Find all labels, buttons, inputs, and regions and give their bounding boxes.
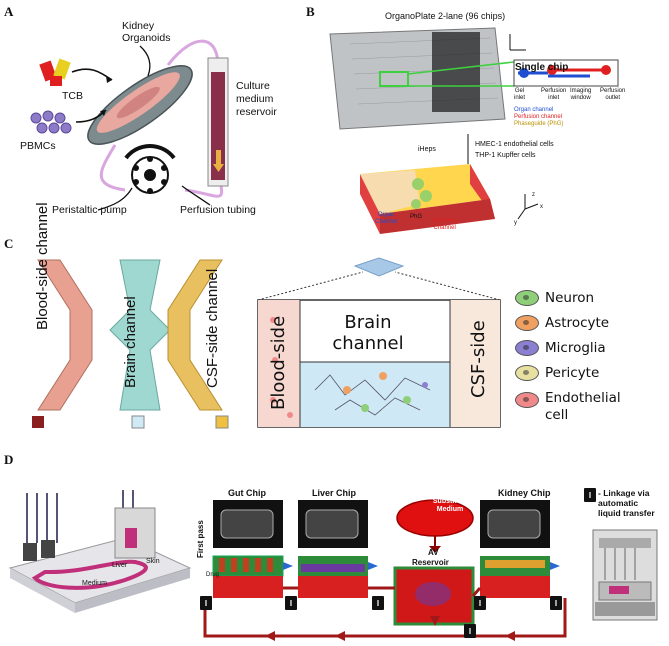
axis-y: y [514,220,517,226]
hmec-label: HMEC-1 endothelial cells [475,141,554,148]
legend-pericyte: Pericyte [515,365,599,381]
organoplate-title: OrganoPlate 2-lane (96 chips) [385,11,506,21]
pbmcs-label: PBMCs [20,140,56,152]
legend-organ-channel: Organ channel [514,107,554,113]
chip-label-imaging-window: Imaging window [570,88,592,101]
skin-label: Skin [146,558,160,565]
organoid-perfusion-illustration [30,39,229,211]
kidney-chip-label: Kidney Chip [498,488,551,498]
reservoir-label: Reservoir [412,558,449,567]
tcb-label: TCB [62,90,83,102]
medium-label: Medium [82,580,107,587]
liver-label: Liver [112,562,128,569]
panel-letter-b: B [306,4,315,19]
iheps-label: iHeps [418,146,436,153]
thp-label: THP-1 Kupffer cells [475,152,536,159]
multi-organ-chip-illustration [8,490,192,613]
gut-chip-label: Gut Chip [228,488,266,498]
legend-neuron: Neuron [515,290,594,306]
perfusion-tubing-label: Perfusion tubing [180,204,256,216]
kidney-organoids-label: Kidney Organoids [122,20,171,44]
drug-label: Drug [206,572,220,578]
panel-letter-c: C [4,236,14,251]
reservoir-label: Culture medium reservoir [236,80,277,118]
organoplate-illustration [329,27,619,234]
csf-side-label: CSF-side [468,320,489,398]
pericyte-icon [515,365,539,381]
blood-side-label: Blood-side [268,315,289,410]
endothelial-icon [515,392,539,408]
brain-channel-label: Brain channel [332,312,404,354]
organ-channel-label: Organ Channel [375,212,398,225]
liquid-handler-illustration [592,529,658,621]
linkage-label: - Linkage via automatic liquid transfer [598,488,655,518]
neuron-icon [515,290,539,306]
legend-microglia: Microglia [515,340,606,356]
csf-side-channel-vertical: CSF-side channel [204,268,221,388]
transfer-icon-5: I [550,596,562,610]
av-label: AV [428,548,439,557]
chip-label-gel-inlet: Gel inlet [514,88,526,101]
microglia-icon [515,340,539,356]
bbb-channel-illustration [32,259,229,429]
pbpk-flow-diagram [203,499,567,641]
brain-channel-cross-section [257,257,501,428]
legend-endothelial: Endothelial cell [515,390,621,424]
legend-astrocyte: Astrocyte [515,315,609,331]
fresh-blood-label: Fresh Blood Substitute Medium [429,490,471,513]
legend-phaseguide: Phaseguide (PhG) [514,121,564,127]
panel-letter-d: D [4,452,14,467]
peristaltic-pump-label: Peristaltic pump [52,204,127,216]
axis-x: x [540,204,543,210]
phg-label: PhG [410,214,423,220]
chip-label-perfusion-outlet: Perfusion outlet [600,88,626,101]
axis-z: z [532,192,535,198]
first-pass-label: First pass [196,520,205,558]
legend-perfusion-channel: Perfusion channel [514,114,563,120]
blood-side-channel-vertical: Blood-side channel [34,202,51,330]
transfer-icon-4: I [474,596,486,610]
astrocyte-icon [515,315,539,331]
brain-channel-vertical: Brain channel [122,296,139,388]
transfer-icon-2: I [285,596,297,610]
liver-chip-label: Liver Chip [312,488,357,498]
panel-letter-a: A [4,4,14,19]
transfer-icon-1: I [200,596,212,610]
transfer-icon-3: I [372,596,384,610]
perfusion-channel-label: Perfusion Channel [432,218,458,231]
single-chip-label: Single chip [515,62,569,73]
transfer-icon-6: I [464,624,476,638]
linkage-icon: I [584,488,596,502]
chip-label-perfusion-inlet: Perfusion inlet [541,88,567,101]
